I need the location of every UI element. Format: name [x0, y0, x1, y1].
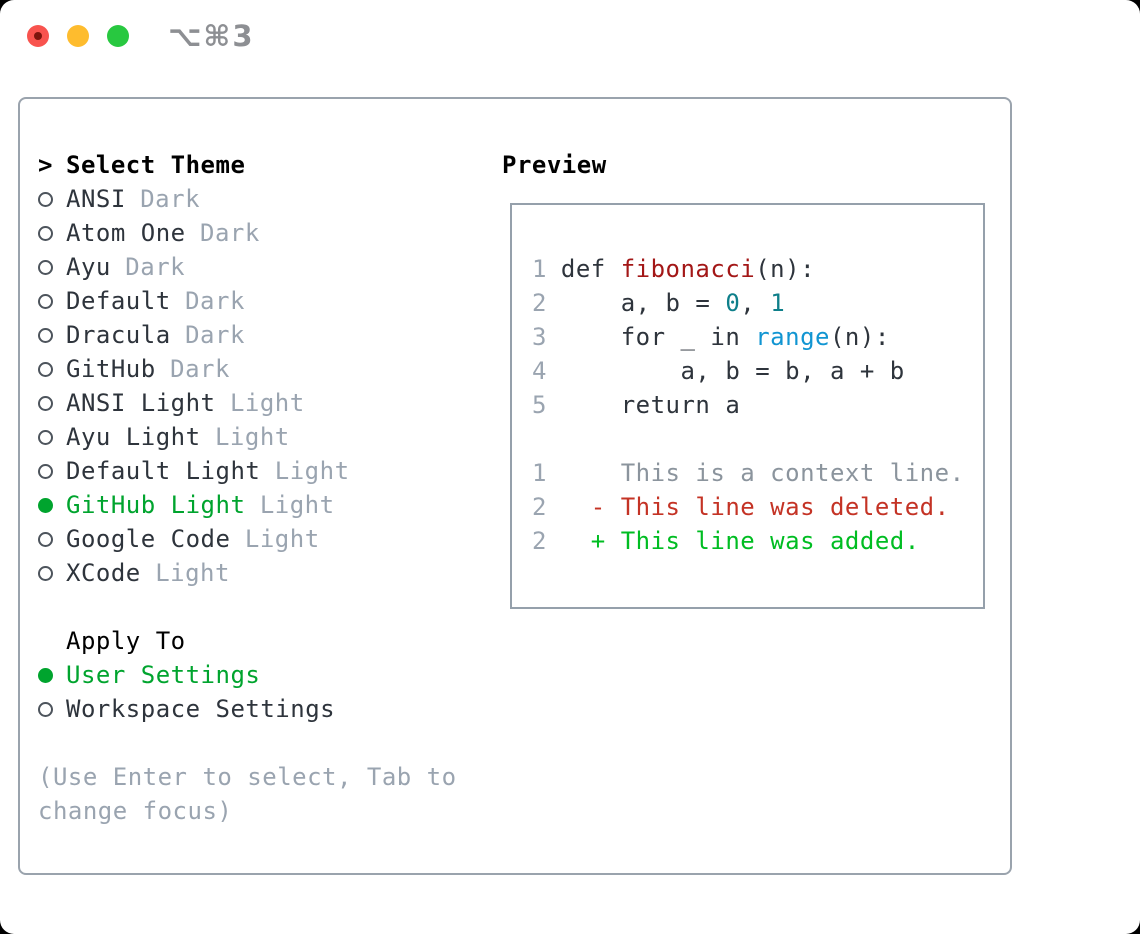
code-line: 2 a, b = 0, 1: [532, 286, 983, 320]
theme-variant: Dark: [140, 185, 201, 213]
theme-name: GitHub: [66, 355, 156, 383]
radio-icon: [38, 327, 53, 343]
select-theme-title: Select Theme: [66, 151, 246, 179]
radio-icon: [38, 429, 53, 445]
radio-icon: [38, 531, 53, 547]
theme-name: Ayu Light: [66, 423, 201, 451]
theme-name: XCode: [66, 559, 141, 587]
line-number: 5: [532, 391, 547, 419]
close-dot-icon: [34, 32, 42, 40]
line-number: 3: [532, 323, 547, 351]
theme-variant: Dark: [200, 219, 260, 247]
preview-title: Preview: [502, 151, 607, 179]
titlebar: ⌥⌘3: [0, 0, 1140, 72]
keyboard-shortcut-label: ⌥⌘3: [168, 19, 255, 53]
theme-name: Dracula: [66, 321, 171, 349]
code-line: 4 a, b = b, a + b: [532, 354, 983, 388]
radio-icon: [38, 361, 53, 377]
hint-text: (Use Enter to select, Tab to change focu…: [38, 763, 457, 825]
line-number: [532, 422, 561, 456]
theme-name: GitHub Light: [66, 491, 246, 519]
theme-name: Default: [66, 287, 171, 315]
radio-icon: [38, 293, 53, 309]
theme-variant: Dark: [125, 253, 186, 281]
radio-selected-icon: [38, 667, 53, 683]
radio-icon: [38, 191, 53, 207]
theme-name: Default Light: [66, 457, 261, 485]
radio-icon: [38, 225, 53, 241]
theme-variant: Light: [244, 525, 320, 553]
line-number: 1: [532, 459, 547, 487]
apply-option-workspace-settings[interactable]: Workspace Settings: [38, 692, 490, 726]
select-theme-header: > Select Theme: [38, 148, 490, 182]
theme-option-ansi[interactable]: ANSI Dark: [38, 182, 490, 216]
theme-variant: Light: [259, 491, 335, 519]
theme-name: Google Code: [66, 525, 231, 553]
theme-variant: Dark: [170, 355, 230, 383]
theme-option-atom-one[interactable]: Atom One Dark: [38, 216, 490, 250]
code-line: 5 return a: [532, 388, 983, 422]
apply-option-label: Workspace Settings: [66, 695, 336, 723]
radio-icon: [38, 463, 53, 479]
theme-option-github[interactable]: GitHub Dark: [38, 352, 490, 386]
theme-option-ansi-light[interactable]: ANSI Light Light: [38, 386, 490, 420]
code-line: 2 - This line was deleted.: [532, 490, 983, 524]
radio-icon: [38, 395, 53, 411]
theme-option-ayu[interactable]: Ayu Dark: [38, 250, 490, 284]
theme-option-default[interactable]: Default Dark: [38, 284, 490, 318]
theme-variant: Light: [229, 389, 305, 417]
theme-name: Atom One: [66, 219, 186, 247]
theme-name: ANSI Light: [66, 389, 216, 417]
cursor-indicator: >: [38, 151, 53, 179]
code-line: [532, 422, 983, 456]
minimize-button[interactable]: [67, 25, 89, 47]
radio-icon: [38, 565, 53, 581]
zoom-button[interactable]: [107, 25, 129, 47]
theme-option-ayu-light[interactable]: Ayu Light Light: [38, 420, 490, 454]
theme-option-google-code[interactable]: Google Code Light: [38, 522, 490, 556]
apply-option-label: User Settings: [66, 661, 261, 689]
theme-option-github-light[interactable]: GitHub Light Light: [38, 488, 490, 522]
code-line: 1 This is a context line.: [532, 456, 983, 490]
theme-name: Ayu: [66, 253, 111, 281]
close-button[interactable]: [27, 25, 49, 47]
theme-variant: Dark: [185, 287, 245, 315]
theme-variant: Light: [214, 423, 290, 451]
theme-variant: Dark: [185, 321, 245, 349]
theme-option-dracula[interactable]: Dracula Dark: [38, 318, 490, 352]
theme-option-default-light[interactable]: Default Light Light: [38, 454, 490, 488]
spacer: [38, 726, 490, 760]
theme-name: ANSI: [66, 185, 126, 213]
code-line: 3 for _ in range(n):: [532, 320, 983, 354]
code-line: 2 + This line was added.: [532, 524, 983, 558]
radio-icon: [38, 259, 53, 275]
theme-variant: Light: [155, 559, 230, 587]
line-number: 2: [532, 527, 547, 555]
theme-option-xcode[interactable]: XCode Light: [38, 556, 490, 590]
line-number: 4: [532, 357, 547, 385]
apply-option-user-settings[interactable]: User Settings: [38, 658, 490, 692]
line-number: 1: [532, 255, 547, 283]
radio-selected-icon: [38, 497, 53, 513]
apply-to-header: Apply To: [66, 627, 186, 655]
spacer: [38, 590, 490, 624]
line-number: 2: [532, 493, 547, 521]
theme-variant: Light: [274, 457, 350, 485]
line-number: 2: [532, 289, 547, 317]
radio-icon: [38, 701, 53, 717]
